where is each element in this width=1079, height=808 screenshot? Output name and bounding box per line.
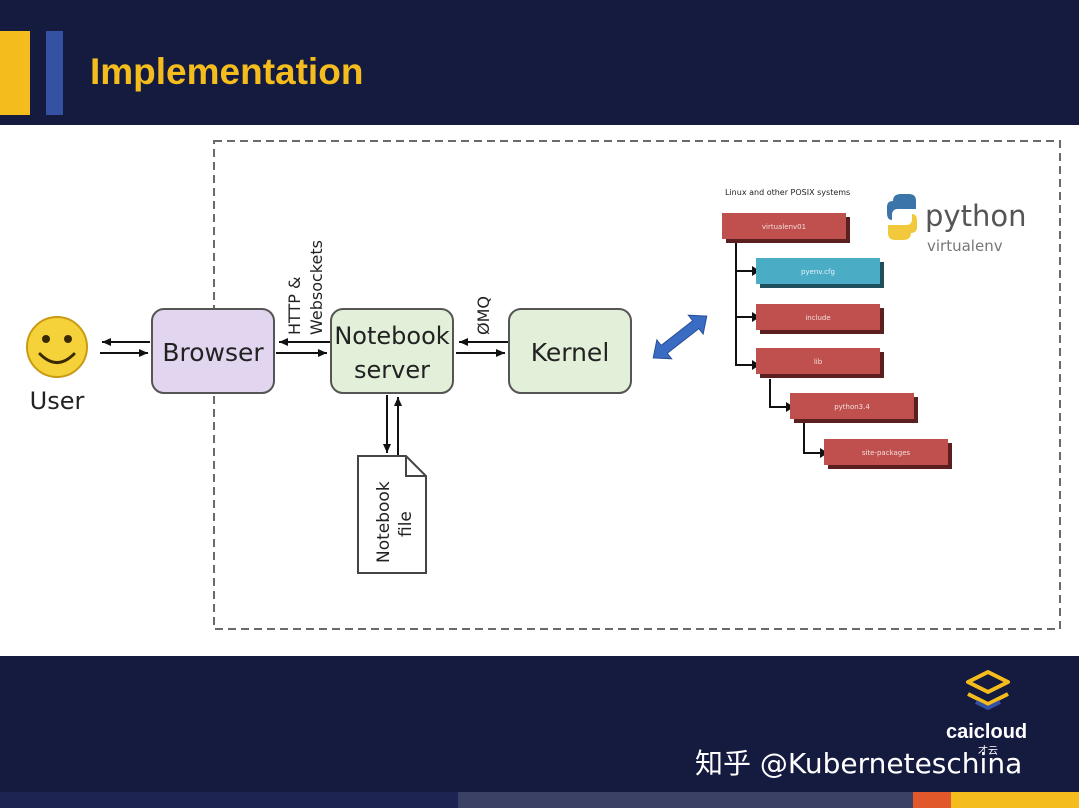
user-label: User (30, 387, 85, 415)
notebook-server-line2: server (354, 356, 430, 384)
python-logo-subtext: virtualenv (927, 237, 1003, 255)
tree-node-label: site-packages (862, 449, 911, 457)
bidirectional-arrow-icon (652, 314, 708, 360)
notebook-file-line2: file (396, 511, 416, 537)
footer-strip-orange (913, 792, 951, 808)
footer-strip-mid (458, 792, 913, 808)
tree-connectors (735, 238, 820, 454)
http-label-line2: Websockets (307, 240, 326, 335)
slide-title: Implementation (90, 51, 364, 92)
kernel-box (508, 308, 632, 394)
user-smiley-icon (26, 316, 88, 378)
browser-label: Browser (162, 338, 264, 367)
python-logo-icon (887, 194, 917, 240)
tree-node-label: pyenv.cfg (801, 268, 835, 276)
caicloud-logo-text: caicloud (946, 721, 1028, 743)
footer-strip-left (0, 792, 458, 808)
tree-node-label: python3.4 (834, 403, 870, 411)
tree-node-label: lib (814, 358, 823, 366)
notebook-file-shape (357, 455, 427, 574)
zmq-label: ØMQ (474, 296, 493, 335)
header-accent-blue (46, 31, 63, 115)
tree-node-site-packages: site-packages (824, 439, 952, 469)
notebook-server-box (330, 308, 454, 394)
tree-node-virtualenv01: virtualenv01 (722, 213, 850, 243)
notebook-file-fold (405, 456, 426, 477)
footer-bar (0, 656, 1079, 808)
tree-node-include: include (756, 304, 884, 334)
kernel-label: Kernel (531, 338, 610, 367)
header-accent-yellow (0, 31, 30, 115)
tree-node-label: include (805, 314, 830, 322)
tree-node-pyenv-cfg: pyenv.cfg (756, 258, 884, 288)
tree-node-lib: lib (756, 348, 884, 378)
notebook-file-label: Notebook file (374, 481, 416, 563)
tree-node-python3-4: python3.4 (790, 393, 918, 423)
notebook-server-line1: Notebook (334, 322, 449, 350)
caicloud-logo-icon (966, 670, 1010, 710)
browser-box (151, 308, 275, 394)
http-label-line1: HTTP & (285, 276, 304, 335)
zhihu-watermark: 知乎 @Kuberneteschina (695, 747, 1023, 780)
http-websockets-label: HTTP & Websockets (285, 240, 326, 335)
tree-node-label: virtualenv01 (762, 223, 806, 231)
notebook-file-line1: Notebook (374, 481, 394, 563)
virtualenv-caption: Linux and other POSIX systems (725, 188, 850, 197)
python-logo-text: python (925, 199, 1026, 233)
header-bar (0, 0, 1079, 125)
footer-strip-yellow (951, 792, 1079, 808)
architecture-diagram: User Browser HTTP & Websockets Notebook … (26, 140, 1061, 630)
caicloud-logo-subtext: 才云 (978, 746, 998, 757)
